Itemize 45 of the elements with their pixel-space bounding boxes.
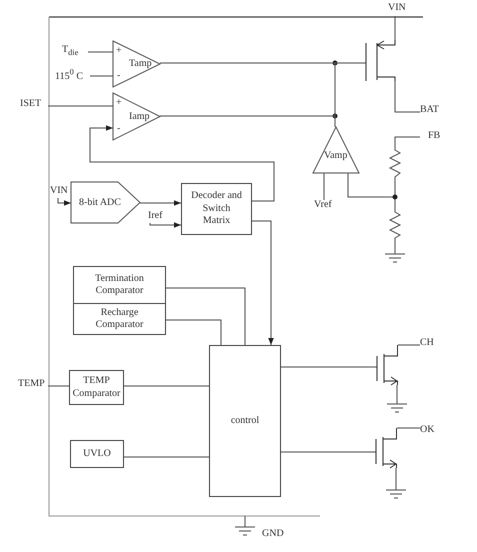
block-label: control bbox=[230, 414, 260, 428]
pin-label: OK bbox=[420, 424, 434, 435]
wire bbox=[280, 366, 378, 368]
pin-label: T$_{die}$ bbox=[62, 44, 78, 55]
pin-label: VIN bbox=[50, 185, 68, 196]
block-box bbox=[209, 345, 281, 497]
block-label: TEMP Comparator bbox=[72, 375, 120, 400]
adc-label: 8-bit ADC bbox=[79, 198, 121, 208]
sign-label: + bbox=[116, 46, 122, 56]
block-box bbox=[73, 266, 166, 304]
wire bbox=[124, 456, 210, 458]
block-box bbox=[181, 183, 252, 235]
sign-label: - bbox=[117, 71, 120, 81]
amplifier-label: Vamp bbox=[324, 151, 348, 161]
amplifier-label: Tamp bbox=[129, 59, 152, 69]
block-label: Recharge Comparator bbox=[94, 306, 144, 332]
sign-label: + bbox=[116, 98, 122, 108]
arrow bbox=[90, 125, 274, 202]
pin-label: CH bbox=[420, 337, 434, 348]
wire bbox=[394, 80, 420, 112]
amplifier-label: Iamp bbox=[129, 112, 150, 122]
block-box bbox=[70, 440, 124, 468]
block-label: Termination Comparator bbox=[94, 272, 145, 298]
arrow bbox=[252, 220, 274, 346]
arrow bbox=[150, 222, 182, 228]
wire bbox=[394, 16, 396, 40]
pin-label: 115$^{0}$ C bbox=[55, 71, 83, 82]
block-box bbox=[73, 303, 166, 335]
block-label: Decoder and Switch Matrix bbox=[190, 190, 243, 228]
sign-label: - bbox=[117, 124, 120, 134]
wire bbox=[398, 344, 420, 346]
pin-label: Vref bbox=[314, 199, 332, 210]
pin-label: ISET bbox=[20, 98, 42, 109]
pin-label: TEMP bbox=[18, 378, 45, 389]
arrow bbox=[58, 198, 72, 206]
wire bbox=[166, 320, 222, 346]
pin-label: BAT bbox=[420, 104, 439, 115]
block-box bbox=[69, 370, 124, 405]
pin-label: VIN bbox=[388, 2, 406, 13]
pin-label: FB bbox=[428, 131, 440, 141]
wire bbox=[166, 288, 246, 346]
arrow bbox=[140, 200, 182, 206]
pin-label: GND bbox=[262, 529, 284, 539]
pin-label: Iref bbox=[148, 210, 162, 221]
block-label: UVLO bbox=[83, 448, 111, 460]
